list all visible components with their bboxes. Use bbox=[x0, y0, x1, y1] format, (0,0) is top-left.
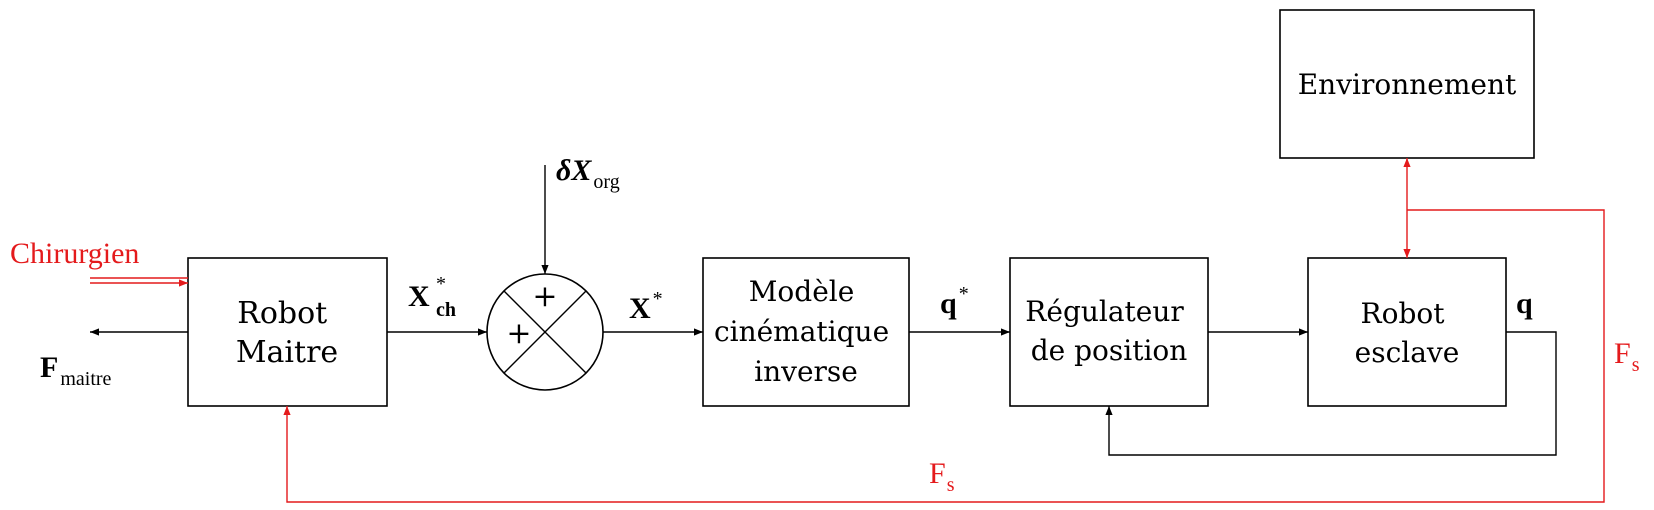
svg-text:X: X bbox=[408, 280, 430, 313]
block-environnement: Environnement bbox=[1279, 9, 1535, 159]
label-x-ch: X * ch bbox=[408, 273, 456, 321]
robot-maitre-line-1: Robot bbox=[237, 296, 327, 331]
label-x-star: X* bbox=[629, 288, 663, 325]
modele-line-1: Modèle bbox=[749, 275, 855, 308]
robot-esclave-line-2: esclave bbox=[1355, 336, 1460, 369]
regulateur-line-1: Régulateur bbox=[1025, 295, 1184, 328]
svg-text:Modèle cinématique: Modèle cinématique inverse bbox=[714, 275, 898, 388]
environnement-label: Environnement bbox=[1298, 68, 1517, 101]
block-robot-maitre: Robot Maitre bbox=[187, 257, 388, 407]
label-q: q bbox=[1516, 287, 1533, 320]
robot-esclave-line-1: Robot bbox=[1361, 297, 1446, 330]
sum-sign-top: + bbox=[532, 279, 557, 314]
label-q-star: q* bbox=[940, 283, 969, 320]
svg-text:*: * bbox=[436, 273, 446, 295]
svg-text:Robot esclave: Robot esclave bbox=[1355, 297, 1460, 369]
svg-text:ch: ch bbox=[436, 299, 456, 321]
modele-line-2: cinématique bbox=[714, 315, 889, 348]
block-robot-esclave: Robot esclave bbox=[1307, 257, 1507, 407]
modele-line-3: inverse bbox=[754, 355, 858, 388]
arrow-f-s-feedback bbox=[283, 209, 1605, 503]
label-f-s-bottom: Fs bbox=[929, 457, 955, 496]
summing-junction: + + bbox=[486, 273, 604, 391]
label-f-s-right: Fs bbox=[1614, 337, 1640, 376]
svg-text:Régulateur de position: Régulateur de position bbox=[1025, 295, 1192, 367]
label-chirurgien: Chirurgien bbox=[10, 237, 139, 270]
block-modele-cinematique-inverse: Modèle cinématique inverse bbox=[702, 257, 910, 407]
svg-text:Robot Maitre: Robot Maitre bbox=[236, 296, 338, 370]
arrow-q-feedback bbox=[1105, 331, 1557, 456]
regulateur-line-2: de position bbox=[1031, 334, 1188, 367]
robot-maitre-line-2: Maitre bbox=[236, 335, 338, 370]
sum-sign-left: + bbox=[506, 316, 531, 351]
block-regulateur-de-position: Régulateur de position bbox=[1009, 257, 1209, 407]
